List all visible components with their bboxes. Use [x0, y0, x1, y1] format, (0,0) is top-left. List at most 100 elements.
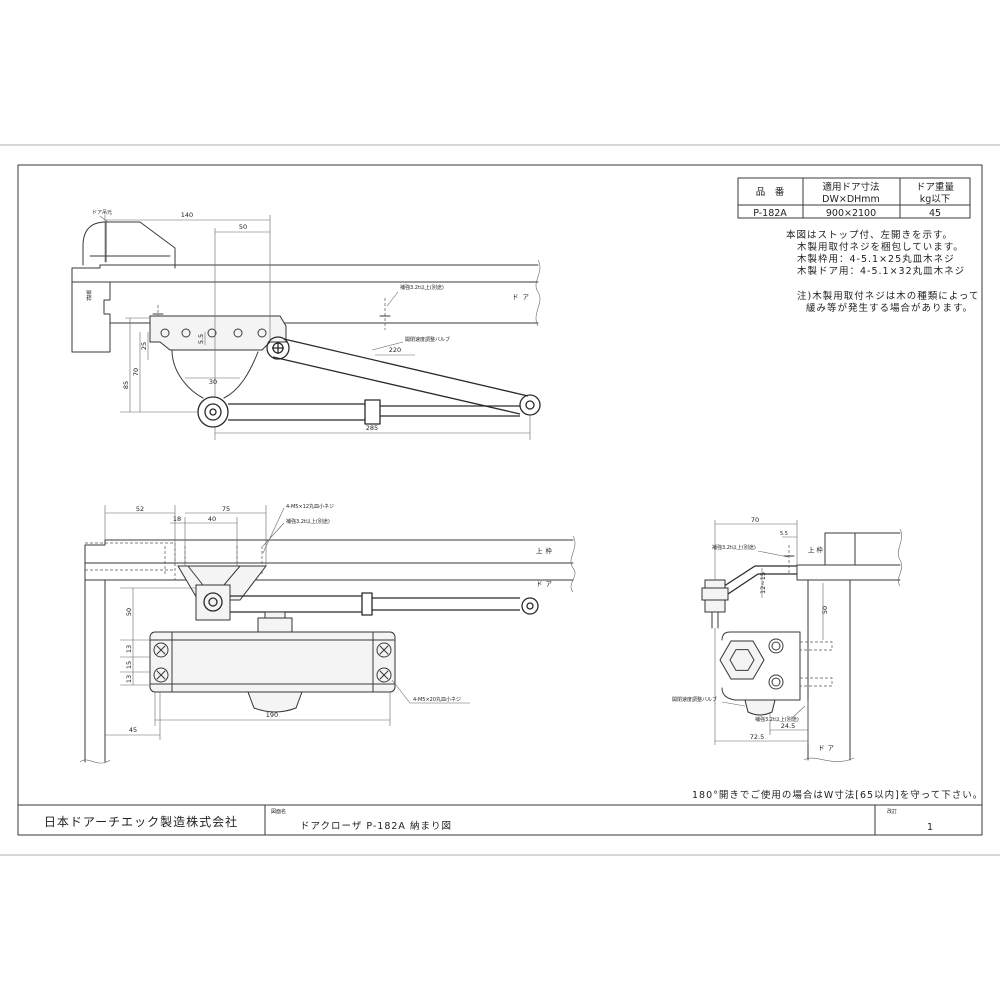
closer-body-outline [721, 631, 801, 701]
spec-weight-header-2: kg以下 [920, 194, 951, 205]
dim-75: 75 [222, 505, 230, 513]
sheet-frame [0, 144, 1000, 856]
dimension-lines [104, 215, 531, 440]
angled-bracket [717, 565, 797, 599]
frame-bracket-plate [149, 315, 287, 351]
break-line-right [570, 535, 576, 593]
break-line-right [898, 528, 902, 587]
hinge-outline [82, 221, 176, 269]
screw-body-label: 4-M5×20丸皿小ネジ [413, 696, 461, 703]
arm-elbow-joint [519, 394, 541, 416]
frame-label: 竪枠 [85, 290, 92, 303]
closer-end-cap [247, 691, 303, 713]
reinforcement-label: 補強3.2t以上(別途) [286, 518, 330, 525]
dimension-lines [104, 505, 391, 740]
dim-24-5: 24.5 [781, 722, 795, 730]
dim-72-5: 72.5 [750, 733, 764, 741]
drawing-name: ドアクローザ P-182A 納まり図 [300, 820, 452, 832]
caution-line-2: 緩み等が発生する場合があります。 [806, 302, 973, 314]
dim-220: 220 [389, 346, 401, 354]
hex-nut [719, 640, 765, 680]
dim-45: 45 [129, 726, 137, 734]
dim-70: 70 [751, 516, 759, 524]
dim-13-lower: 13 [125, 675, 133, 683]
head-frame-label: 上枠 [536, 546, 555, 555]
spec-table-grid [737, 177, 971, 219]
valve-label: 開閉速度調整バルブ [672, 696, 717, 703]
hex-nut-inner [729, 649, 755, 671]
head-frame-outline [84, 539, 574, 763]
dim-85: 85 [122, 381, 130, 389]
note-line-1: 本図はストップ付、左開きを示す。 [786, 229, 953, 241]
reinforcement-bottom-label: 補強3.2t以上(別途) [755, 716, 799, 723]
note-line-2: 木製用取付ネジを梱包しています。 [797, 241, 964, 253]
dim-285: 285 [366, 424, 378, 432]
door-label: ドア [818, 744, 837, 752]
hinge-label: ドア吊元 [92, 210, 112, 216]
dim-30: 30 [209, 378, 217, 386]
note-180-degree: 180°開きでご使用の場合はW寸法[65以内]を守って下さい。 [692, 789, 983, 801]
dim-190: 190 [266, 711, 278, 719]
dim-140: 140 [181, 211, 193, 219]
note-line-3: 木製枠用：4-5.1×25丸皿木ネジ [797, 253, 955, 265]
head-frame-outline [796, 532, 901, 581]
revision-label: 改訂 [887, 808, 897, 815]
screw-heads [152, 313, 391, 317]
front-elevation-view: 52 75 18 40 4-M5×12丸皿小ネジ 補強3.2t以上(別途) 上枠… [79, 503, 576, 764]
arm-pivot-nut-stack [701, 579, 729, 613]
arm-end-joint [521, 597, 539, 615]
closer-end-cap [744, 699, 776, 716]
dim-5-5: 5.5 [197, 334, 205, 344]
valve-label: 開閉速度調整バルブ [405, 336, 450, 343]
closer-pivot [197, 396, 229, 428]
dim-15: 15 [125, 661, 133, 669]
main-arm [272, 338, 529, 415]
closer-body-profile [171, 349, 259, 399]
break-line-bottom [803, 757, 855, 762]
arm-assembly [230, 592, 520, 616]
body-screws [153, 642, 392, 683]
screw-top-label: 4-M5×12丸皿小ネジ [286, 503, 334, 510]
spec-part-header: 品 番 [756, 186, 785, 198]
dim-52: 52 [136, 505, 144, 513]
spec-size-value: 900×2100 [826, 208, 876, 219]
dim-12-15: 12~15 [759, 572, 767, 594]
break-line [535, 259, 541, 327]
dim-70: 70 [132, 368, 140, 376]
title-block-lines [17, 804, 983, 836]
hidden-frame-edge [85, 542, 176, 580]
top-plan-view: ドア吊元 竪枠 ドア 補強3.2t以上(別途) 開閉速度調整バルブ 140 50… [71, 210, 541, 440]
closer-body-details [149, 631, 396, 693]
note-line-4: 木製ドア用：4-5.1×32丸皿木ネジ [797, 265, 965, 277]
dim-5-5: 5.5 [780, 531, 788, 537]
dim-25: 25 [140, 342, 148, 350]
door-label: ドア [536, 580, 555, 588]
company-name: 日本ドアーチエック製造株式会社 [44, 814, 238, 829]
head-frame-label: 上枠 [808, 545, 825, 554]
arm-pivot-shaft [711, 611, 719, 629]
dim-13-upper: 13 [125, 645, 133, 653]
door-label: ドア [512, 293, 533, 301]
forearm-tube [228, 399, 520, 425]
dim-40: 40 [208, 515, 216, 523]
closer-shaft [257, 611, 293, 633]
frame-and-door-outline [71, 264, 539, 353]
door-outline [807, 579, 851, 761]
spec-weight-header-1: ドア重量 [916, 181, 955, 193]
title-block: 日本ドアーチエック製造株式会社 図面名 ドアクローザ P-182A 納まり図 改… [44, 808, 933, 833]
arm-pivot-housing [195, 584, 231, 621]
reinforcement-top-label: 補強3.2t以上(別途) [712, 544, 756, 551]
through-bolts [800, 641, 833, 687]
body-mount-screws [768, 638, 784, 690]
leader-lines [99, 215, 404, 351]
reinforcement-label: 補強3.2t以上(別途) [400, 284, 444, 291]
dimension-lines [714, 520, 824, 745]
leader-lines [262, 507, 470, 704]
revision-number: 1 [927, 822, 933, 833]
spec-size-header-2: DW×DHmm [822, 194, 880, 205]
closer-body [149, 631, 396, 693]
bracket-holes [160, 328, 267, 338]
notes: 本図はストップ付、左開きを示す。 木製用取付ネジを梱包しています。 木製枠用：4… [786, 229, 978, 314]
spec-part-value: P-182A [753, 208, 787, 219]
